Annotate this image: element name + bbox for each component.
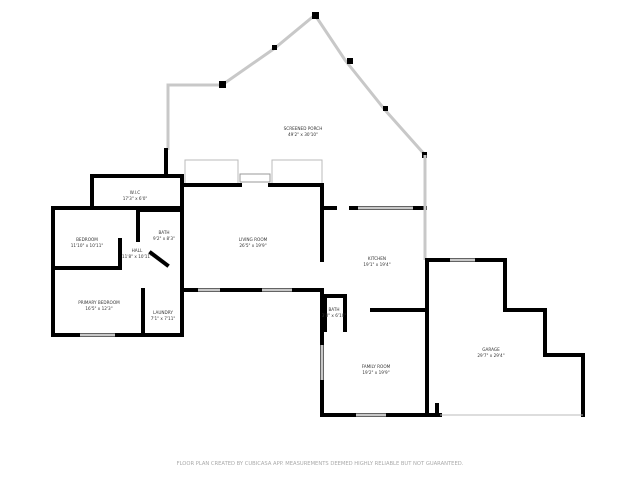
room-size: 19'2" x 19'9" — [362, 370, 389, 375]
room-name: KITCHEN — [368, 256, 386, 261]
room-name: BATH — [158, 230, 169, 235]
room-size: 11'8" x 10'11" — [122, 254, 152, 259]
wall — [136, 208, 182, 242]
porch-post — [219, 81, 226, 88]
footer-disclaimer: FLOOR PLAN CREATED BY CUBICASA APP. MEAS… — [177, 461, 464, 467]
room-size: 11'10" x 10'11" — [71, 243, 104, 248]
room-name: LAUNDRY — [153, 310, 173, 315]
porch-screen-wall — [166, 12, 427, 210]
porch-steps — [184, 159, 239, 185]
wall — [90, 174, 184, 209]
wall — [323, 294, 347, 332]
room-name: BATH — [328, 307, 339, 312]
porch-post — [272, 45, 277, 50]
wall — [503, 258, 585, 417]
room-size: 19'1" x 19'4" — [363, 262, 390, 267]
room-name: LIVING ROOM — [239, 237, 268, 242]
room-size: 16'5" x 12'3" — [85, 306, 112, 311]
fireplace — [239, 173, 271, 183]
room-size: 7'1" x 7'11" — [151, 316, 176, 321]
room-size: 9'2" x 8'3" — [153, 236, 175, 241]
door — [148, 250, 170, 268]
porch-steps — [271, 159, 323, 185]
room-name: SCREENED PORCH — [284, 126, 323, 131]
room-name: PRIMARY BEDROOM — [78, 300, 120, 305]
room-size: 49'2" x 30'10" — [288, 132, 318, 137]
room-labels: SCREENED PORCH 49'2" x 30'10" W.I.C 17'3… — [71, 126, 505, 375]
room-name: HALL — [132, 248, 143, 253]
room-size: 17'3" x 6'0" — [123, 196, 148, 201]
room-size: 26'5" x 19'9" — [239, 243, 266, 248]
porch-walls — [164, 12, 427, 210]
room-size: 3'8" x 6'10" — [322, 313, 347, 318]
room-name: FAMILY ROOM — [362, 364, 391, 369]
porch-post — [347, 58, 353, 64]
room-name: W.I.C — [130, 190, 141, 195]
porch-post — [312, 12, 319, 19]
room-name: GARAGE — [482, 347, 500, 352]
room-name: BEDROOM — [76, 237, 98, 242]
room-size: 29'7" x 29'4" — [477, 353, 504, 358]
porch-post — [383, 106, 388, 111]
house-walls — [51, 155, 585, 417]
